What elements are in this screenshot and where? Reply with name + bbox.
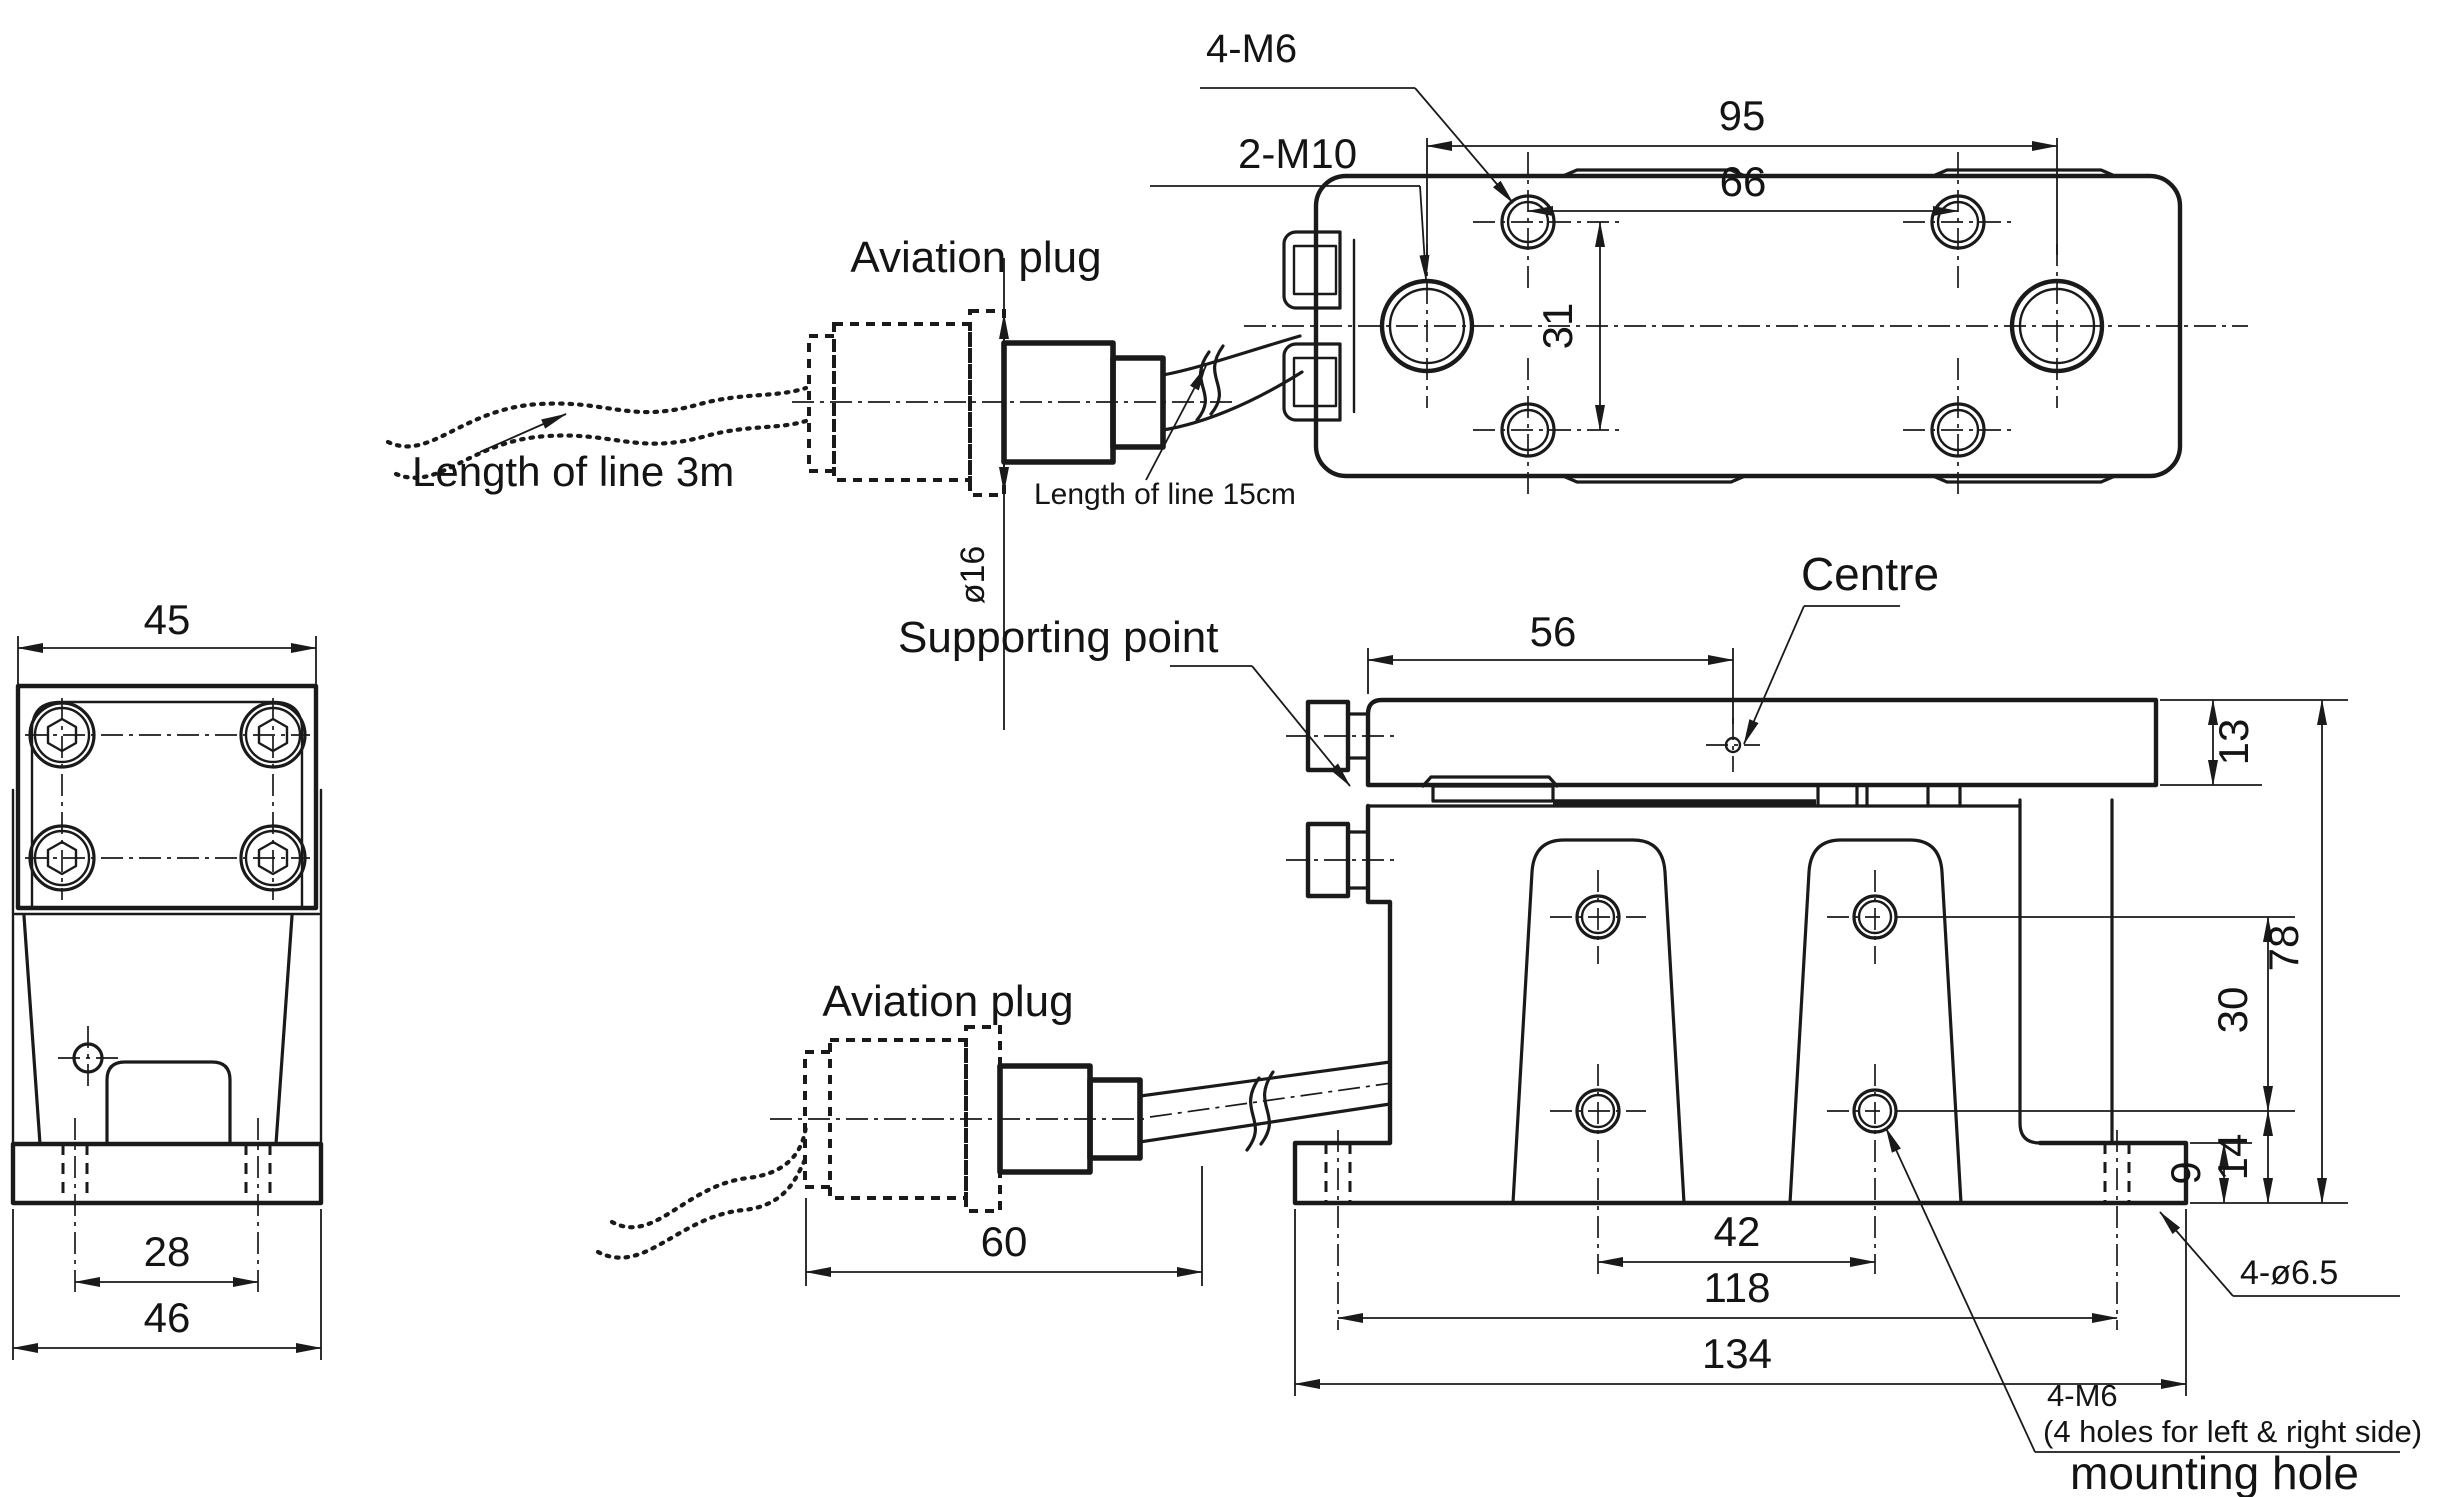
mounting-hole-label: mounting hole xyxy=(2070,1447,2359,1497)
beam-lip xyxy=(1421,775,1559,788)
clamp-tab-lower xyxy=(1282,342,1342,422)
cable-length-15cm-label: Length of line 15cm xyxy=(1034,478,1296,511)
dim30-label: 30 xyxy=(2209,987,2256,1034)
bottom-edge-bump-right xyxy=(1931,474,2117,484)
clamp-tab-upper-inner xyxy=(1292,244,1338,296)
supporting-point-leader xyxy=(1251,665,1351,787)
dim45-label: 45 xyxy=(144,596,191,643)
base-hole-note: 4-ø6.5 xyxy=(2240,1254,2338,1292)
cable-3m-leader xyxy=(479,413,567,453)
body-outline xyxy=(1292,803,2189,1206)
plug-side-nut xyxy=(1087,1077,1143,1161)
top-view-body xyxy=(1313,173,2183,479)
cable-side-upper xyxy=(1138,1060,1392,1098)
supporting-point-label: Supporting point xyxy=(898,613,1218,662)
slot-left xyxy=(1511,838,1686,1205)
cable-length-3m-label: Length of line 3m xyxy=(412,448,734,495)
dim9-label: 9 xyxy=(2162,1161,2209,1184)
dim56-label: 56 xyxy=(1530,608,1577,655)
dim31-label: 31 xyxy=(1534,303,1581,350)
label-2m10-leader xyxy=(1419,185,1430,281)
device-left-view: 45 xyxy=(10,596,324,1360)
aviation-plug-side-label: Aviation plug xyxy=(822,977,1073,1026)
dim28-label: 28 xyxy=(144,1228,191,1275)
bottom-edge-bump-left xyxy=(1561,474,1747,484)
aviation-plug-top-label: Aviation plug xyxy=(850,233,1101,282)
flying-lead-top-strand1 xyxy=(385,385,809,449)
cable-side-lower xyxy=(1138,1102,1392,1144)
aviation-plug-top-assembly: ø16 Aviation plug Length of line 3m Leng… xyxy=(385,233,1304,730)
flying-lead-top-strand2 xyxy=(393,417,812,480)
dim95-label: 95 xyxy=(1719,92,1766,139)
dim60-label: 60 xyxy=(981,1218,1028,1265)
label-2m10: 2-M10 xyxy=(1238,130,1357,177)
plug-top-nut xyxy=(1110,355,1166,450)
cable-boss xyxy=(105,1060,232,1146)
dim134-label: 134 xyxy=(1702,1330,1772,1377)
mount-note-line1: 4-M6 xyxy=(2047,1378,2118,1413)
dim66-label: 66 xyxy=(1720,158,1767,205)
cable-side-centerline xyxy=(1149,1082,1393,1118)
base-hole-note-leader xyxy=(2159,1211,2234,1297)
body-taper-right xyxy=(274,914,294,1146)
top-edge-bump-right xyxy=(1931,168,2117,178)
base-plate-end xyxy=(10,1141,324,1206)
flying-lead-side-strand1 xyxy=(609,1123,809,1230)
label-4m6-leader xyxy=(1414,87,1514,204)
clamp-tab-upper xyxy=(1282,230,1342,310)
device-top-view: 95 66 31 4-M6 2-M10 xyxy=(1150,27,2248,500)
mount-note-leader xyxy=(1885,1127,2036,1453)
column-fillet xyxy=(2018,1121,2042,1145)
body-taper-left xyxy=(22,914,42,1146)
centre-label: Centre xyxy=(1801,548,1939,600)
mount-note-line2: (4 holes for left & right side) xyxy=(2043,1414,2422,1449)
clamp-tab-lower-inner xyxy=(1292,356,1338,408)
plug-top-flange xyxy=(968,309,1006,497)
dim78-label: 78 xyxy=(2260,925,2307,972)
top-edge-bump-left xyxy=(1561,168,1747,178)
aviation-plug-side-assembly: Aviation plug 60 xyxy=(595,977,1393,1286)
dim46-label: 46 xyxy=(144,1294,191,1341)
beam-step-block xyxy=(1431,784,1555,803)
dim42-label: 42 xyxy=(1714,1208,1761,1255)
cable-15cm-leader xyxy=(1145,365,1207,481)
cable-side-break xyxy=(1245,1070,1275,1152)
device-side-view: 56 Centre Supporting point 13 9 14 30 78… xyxy=(898,548,2422,1497)
label-4m6: 4-M6 xyxy=(1206,27,1297,71)
dim14-label: 14 xyxy=(2209,1134,2256,1181)
cable-top-upper xyxy=(1161,334,1302,377)
dia16-dim-label: ø16 xyxy=(954,546,992,605)
dim118-label: 118 xyxy=(1704,1264,1771,1311)
flying-lead-side-strand2 xyxy=(595,1155,809,1260)
centre-leader xyxy=(1743,605,1805,745)
dim13-label: 13 xyxy=(2210,719,2257,766)
plug-side-flange xyxy=(964,1025,1002,1213)
slot-right xyxy=(1788,838,1963,1205)
end-plate xyxy=(15,683,319,911)
